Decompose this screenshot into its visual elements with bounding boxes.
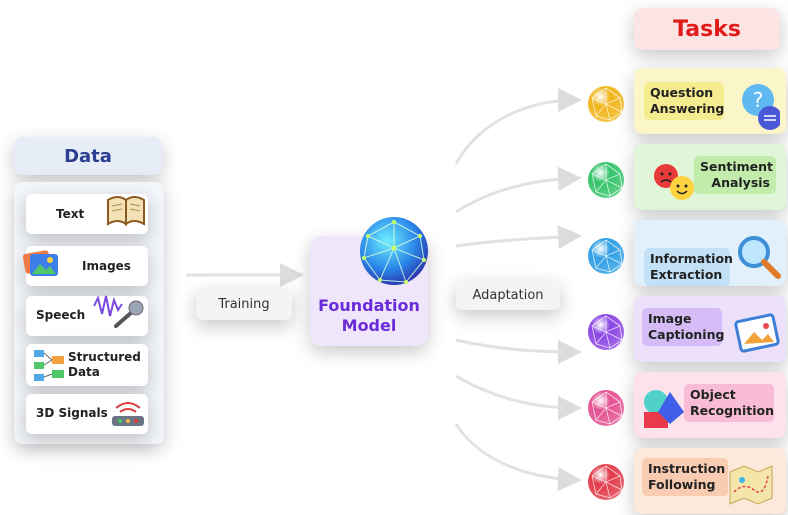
task-sphere-icon-5 [588,390,624,426]
task-sphere-icon-3 [588,238,624,274]
question-bubble-icon: ? [742,84,780,130]
emoji-faces-icon [654,164,694,200]
flowchart-icon [34,350,64,381]
foundation-model-label: Foundation Model [318,296,420,335]
arrow-to-task-6 [454,423,582,492]
task-sphere-icon-6 [588,464,624,500]
data-item-3d-signals: 3D Signals [26,394,148,434]
data-item-speech: Speech [26,295,148,336]
arrow-to-task-2 [455,166,582,214]
task-sphere-icon-4 [588,314,624,350]
data-item-structured-data: Structured Data [26,344,148,386]
adaptation-label: Adaptation [456,280,560,310]
task-sphere-icon-1 [588,86,624,122]
training-label: Training [196,288,292,320]
magnifier-icon [738,236,781,279]
svg-text:?: ? [753,88,764,112]
arrow-to-task-4 [455,338,582,364]
picture-icon [734,313,780,353]
data-item-images: Images [22,246,148,286]
map-icon [729,465,773,505]
book-icon [107,196,145,226]
arrow-to-task-1 [454,88,582,165]
foundation-model-box: Foundation Model [310,217,428,346]
microphone-icon [93,295,144,328]
arrow-to-task-3 [455,225,582,249]
network-sphere-icon [360,217,428,285]
data-item-text: Text [26,194,148,234]
arrow-to-task-5 [455,374,582,420]
tasks-panel-title: Tasks [634,8,780,50]
data-panel-title: Data [14,137,162,175]
images-icon [22,250,58,276]
task-sphere-icon-2 [588,162,624,198]
sensor-device-icon [112,402,144,426]
shapes-icon [644,390,684,428]
